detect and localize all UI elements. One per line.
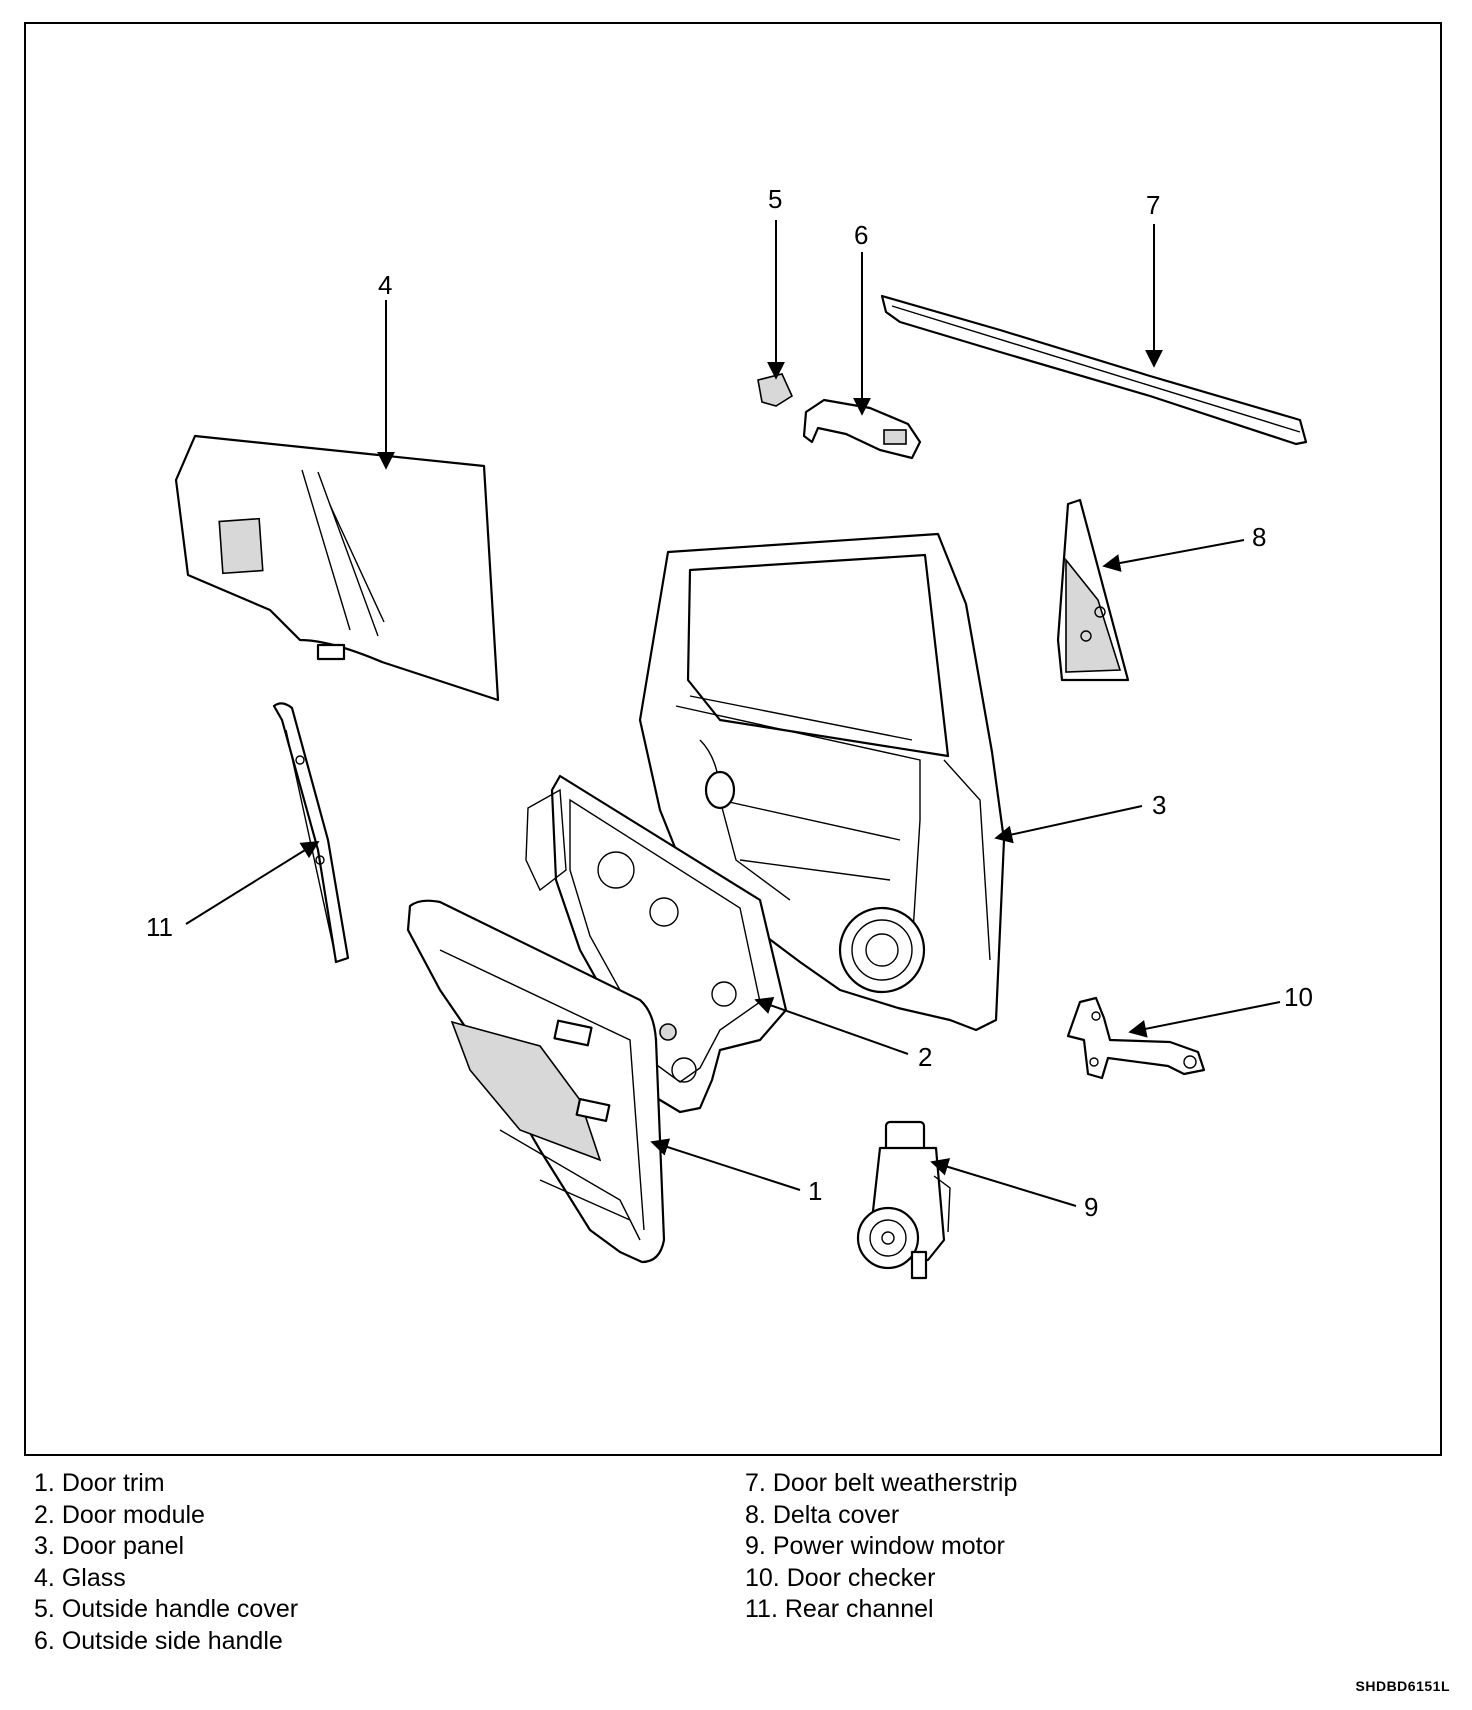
leader-1 xyxy=(650,1138,801,1191)
callout-2: 2 xyxy=(918,1042,932,1072)
glass-part xyxy=(174,434,500,702)
callout-10: 10 xyxy=(1284,982,1313,1012)
legend-item: 7. Door belt weatherstrip xyxy=(745,1468,1017,1500)
legend-item: 10. Door checker xyxy=(745,1563,1017,1595)
legend-number: 1. xyxy=(34,1469,55,1497)
leader-10 xyxy=(1128,1001,1281,1038)
legend-number: 7. xyxy=(745,1469,766,1497)
leader-arrows xyxy=(185,220,1281,1207)
legend-item: 6. Outside side handle xyxy=(34,1626,298,1658)
legend-label: Door trim xyxy=(61,1469,165,1497)
door-trim-part xyxy=(406,899,666,1264)
legend-item: 9. Power window motor xyxy=(745,1531,1017,1563)
legend-number: 9. xyxy=(745,1532,766,1561)
legend-right-column: 7. Door belt weatherstrip 8. Delta cover… xyxy=(745,1468,1017,1626)
legend-item: 11. Rear channel xyxy=(745,1594,1017,1626)
legend-number: 11. xyxy=(745,1595,778,1624)
figure-code: SHDBD6151L xyxy=(1355,1678,1450,1694)
callout-11: 11 xyxy=(146,912,173,942)
legend-label: Outside handle cover xyxy=(61,1595,299,1624)
legend-number: 4. xyxy=(34,1563,55,1592)
legend-label: Power window motor xyxy=(772,1532,1005,1561)
legend-item: 8. Delta cover xyxy=(745,1500,1017,1532)
legend-number: 3. xyxy=(34,1532,55,1561)
legend-label: Rear channel xyxy=(784,1595,934,1624)
delta-cover-part xyxy=(1056,498,1130,682)
legend-label: Delta cover xyxy=(772,1500,900,1529)
callout-8: 8 xyxy=(1252,522,1266,552)
legend-number: 10. xyxy=(745,1563,780,1592)
power-window-motor-part xyxy=(856,1120,951,1280)
leader-8 xyxy=(1102,539,1245,572)
callout-6: 6 xyxy=(854,220,868,250)
rear-channel-part xyxy=(272,702,350,964)
outside-handle-cover-part xyxy=(757,373,794,407)
legend-item: 1. Door trim xyxy=(34,1468,298,1500)
legend-label: Outside side handle xyxy=(61,1626,283,1655)
door-belt-weatherstrip-part xyxy=(880,294,1308,446)
callout-7: 7 xyxy=(1146,190,1160,220)
callout-4: 4 xyxy=(378,270,392,300)
door-module-part xyxy=(525,774,788,1114)
callout-3: 3 xyxy=(1152,790,1166,820)
leader-11 xyxy=(185,841,320,925)
callout-1: 1 xyxy=(808,1176,822,1206)
legend-number: 2. xyxy=(34,1500,55,1529)
leader-9 xyxy=(930,1158,1077,1207)
legend-item: 3. Door panel xyxy=(34,1531,298,1563)
legend-label: Door module xyxy=(61,1500,205,1529)
legend-item: 5. Outside handle cover xyxy=(34,1594,298,1626)
legend-label: Door belt weatherstrip xyxy=(772,1469,1018,1497)
legend-number: 5. xyxy=(34,1595,55,1624)
legend-left-column: 1. Door trim 2. Door module 3. Door pane… xyxy=(34,1468,298,1658)
callout-5: 5 xyxy=(768,184,782,214)
leader-2 xyxy=(754,996,909,1055)
legend-number: 8. xyxy=(745,1500,766,1529)
legend-label: Door checker xyxy=(786,1563,936,1592)
legend-label: Glass xyxy=(61,1563,126,1592)
legend-item: 4. Glass xyxy=(34,1563,298,1595)
leader-3 xyxy=(994,805,1143,844)
legend-item: 2. Door module xyxy=(34,1500,298,1532)
legend-number: 6. xyxy=(34,1626,55,1655)
callout-9: 9 xyxy=(1084,1192,1098,1222)
door-checker-part xyxy=(1066,996,1206,1080)
legend-label: Door panel xyxy=(61,1532,185,1561)
